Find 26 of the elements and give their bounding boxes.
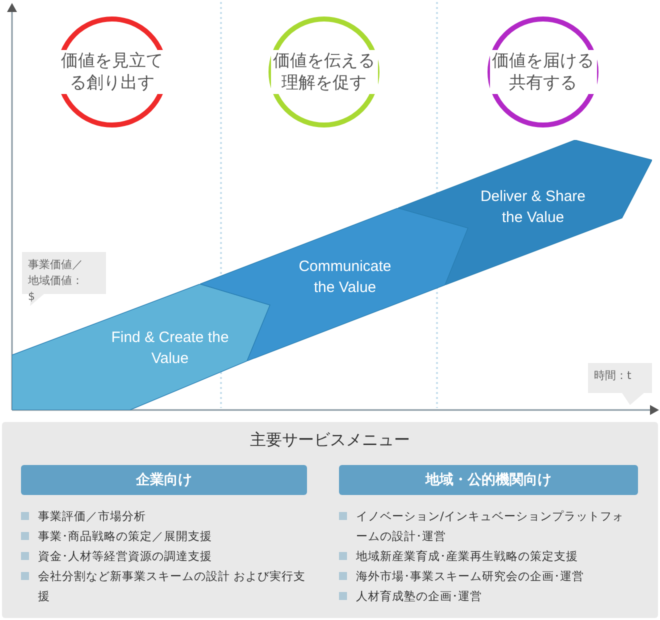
speech-bubble <box>588 363 652 405</box>
circle-label: 価値を見立てる創り出す <box>56 50 168 94</box>
bullet-item: 会社分割など新事業スキームの設計 および実行支援 <box>21 566 311 606</box>
band-label: Find & Create the Value <box>111 328 229 369</box>
bullet-item: 資金･人材等経営資源の調達支援 <box>21 546 311 566</box>
axis-caption: 時間：t <box>594 368 632 384</box>
menu-panel <box>2 422 658 618</box>
circle-label: 価値を届ける共有する <box>490 50 596 94</box>
axis-caption: 事業価値／地域価値：$ <box>28 257 84 305</box>
value-circle <box>268 16 380 128</box>
bullet-item: 事業評価／市場分析 <box>21 506 311 526</box>
bullet-item: 海外市場･事業スキーム研究会の企画･運営 <box>339 566 629 586</box>
band-label: Communicate the Value <box>298 257 392 298</box>
arrow-band-segment <box>398 140 652 285</box>
band-label: Deliver & Share the Value <box>479 187 587 228</box>
circle-label: 価値を伝える理解を促す <box>270 50 378 94</box>
value-circle <box>56 16 168 128</box>
arrow-band-segment <box>12 284 270 410</box>
bullet-item: 人材育成塾の企画･運営 <box>339 586 629 606</box>
bullet-item: イノベーション/インキュベーションプラットフォームの設計･運営 <box>339 506 629 546</box>
bullet-item: 事業･商品戦略の策定／展開支援 <box>21 526 311 546</box>
value-circle <box>487 16 599 128</box>
bullet-item: 地域新産業育成･産業再生戦略の策定支援 <box>339 546 629 566</box>
column-header: 企業向け <box>21 465 307 495</box>
panel-title: 主要サービスメニュー <box>249 430 411 451</box>
column-header: 地域・公的機関向け <box>339 465 638 495</box>
